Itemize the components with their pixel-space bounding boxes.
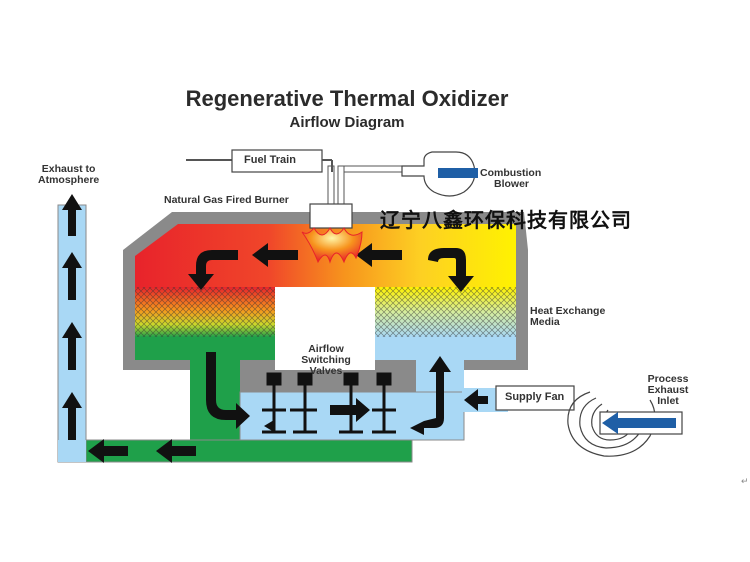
diagram-title: Regenerative Thermal Oxidizer bbox=[185, 86, 509, 111]
airflow-switching-valves bbox=[262, 372, 396, 434]
left-plenum bbox=[135, 337, 275, 360]
fuel-train bbox=[186, 149, 333, 173]
paragraph-return-mark: ↵ bbox=[741, 476, 749, 486]
natural-gas-fired-burner-label: Natural Gas Fired Burner bbox=[164, 194, 289, 206]
combustion-blower-label: Combustion Blower bbox=[480, 167, 542, 190]
process-air-flow-arrows bbox=[410, 356, 488, 435]
clean-air-duct-bottom bbox=[58, 440, 412, 462]
combustion-blower bbox=[401, 151, 478, 197]
heat-exchange-media-label: Heat Exchange Media bbox=[530, 305, 606, 328]
process-exhaust-inlet-label: Process Exhaust Inlet bbox=[647, 373, 689, 407]
company-watermark-text: 辽宁八鑫环保科技有限公司 bbox=[380, 208, 632, 232]
supply-fan-label: Supply Fan bbox=[505, 391, 565, 403]
right-plenum bbox=[375, 337, 516, 360]
burner-flame bbox=[301, 226, 363, 264]
chamber-flow-arrows bbox=[188, 243, 474, 292]
exhaust-to-atmosphere-label: Exhaust to Atmosphere bbox=[38, 163, 100, 186]
clean-air-flow-arrows bbox=[88, 352, 274, 463]
exhaust-flow-arrows bbox=[62, 194, 82, 440]
process-inlet-arrow bbox=[602, 412, 676, 434]
burner-assembly bbox=[301, 165, 425, 264]
airflow-switching-valves-label: Airflow Switching Valves bbox=[301, 343, 351, 377]
supply-fan bbox=[495, 385, 575, 411]
fuel-train-label: Fuel Train bbox=[244, 154, 296, 166]
diagram-subtitle: Airflow Diagram bbox=[289, 114, 405, 131]
